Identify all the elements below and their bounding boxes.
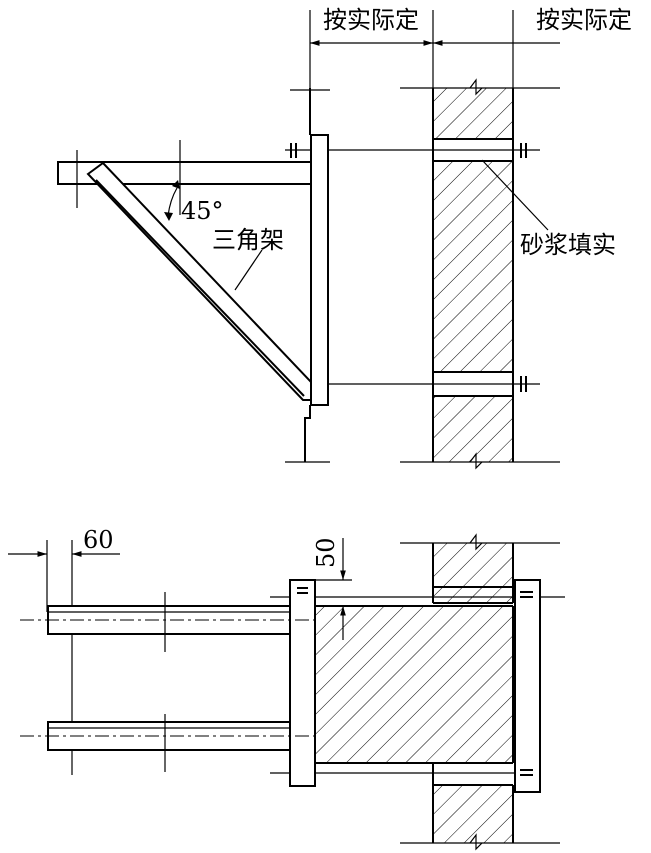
masonry-wall-plan [400, 533, 560, 851]
dimension-label-left: 按实际定 [323, 6, 419, 34]
hatched-block [315, 605, 514, 764]
angle-arc [167, 187, 178, 217]
bracket-leader-line [234, 249, 263, 291]
left-wall-outline [304, 88, 311, 462]
right-plate [514, 579, 541, 793]
plan-view: 60 50 [8, 526, 565, 851]
dimension-60: 60 [8, 526, 120, 775]
dimension-50-label: 50 [312, 537, 340, 568]
lower-arm [20, 714, 315, 772]
masonry-wall [400, 78, 560, 470]
mortar-leader-line [481, 159, 549, 231]
bracket-label: 三角架 [212, 226, 284, 254]
vertical-plate [310, 134, 329, 406]
dimension-60-label: 60 [83, 526, 114, 554]
upper-arm [20, 592, 315, 652]
dimension-label-right: 按实际定 [536, 6, 632, 34]
mortar-label: 砂浆填实 [520, 231, 616, 259]
horizontal-arm [57, 161, 312, 185]
diagonal-brace [86, 161, 312, 401]
elevation-view: 按实际定 按实际定 [57, 6, 632, 470]
left-plate [289, 579, 316, 787]
angle-label: 45° [181, 197, 224, 225]
top-dimension-chain: 按实际定 按实际定 [309, 6, 632, 88]
